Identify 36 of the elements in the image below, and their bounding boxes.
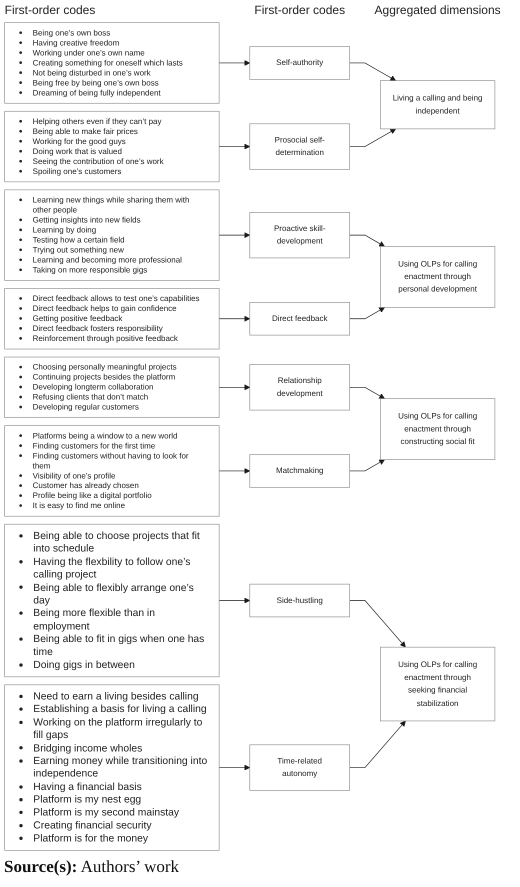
list-item-text: Earning money while transitioning into independence	[33, 754, 208, 780]
column-header: First-order codes	[4, 3, 96, 17]
arrow	[218, 316, 250, 322]
list-item-text: Working on the platform irregularly to fill gaps	[33, 716, 204, 742]
list-item-text: Having a financial basis	[33, 780, 142, 794]
list-item-text: Being able to fit in gigs when one has time	[33, 632, 206, 659]
list-item-text: Platform is my second mainstay	[33, 806, 180, 820]
list-item-text: Bridging income wholes	[33, 742, 142, 755]
column-header: Aggregated dimensions	[374, 3, 501, 17]
arrow	[218, 598, 250, 604]
list-item-text: Being able to flexibly arrange one’s day	[33, 581, 195, 607]
list-item-text: Having the flexbility to follow one’s calling project	[33, 555, 192, 582]
arrow	[218, 144, 250, 150]
list-item-text: Platform is my nest egg	[33, 793, 142, 806]
source-caption: Source(s): Authors’ work	[4, 857, 180, 877]
column-header: First-order codes	[254, 3, 346, 17]
list-item-text: Being able to choose projects that fit into schedule	[33, 530, 201, 556]
arrow	[218, 764, 250, 770]
arrow	[349, 307, 385, 320]
arrow	[349, 234, 385, 247]
list-item-text: Platform is for the money	[33, 832, 148, 845]
list-item-text: Doing gigs in between	[33, 658, 135, 672]
arrow	[218, 468, 250, 474]
arrow	[349, 459, 385, 472]
list-item-text: Being more flexible than in employment	[33, 606, 156, 633]
list-item-text: Need to earn a living besides calling	[33, 690, 199, 704]
arrow	[218, 384, 250, 390]
arrow	[349, 720, 406, 768]
arrow	[349, 128, 396, 147]
arrow	[218, 232, 250, 238]
arrow	[349, 62, 396, 81]
list-item-text: Creating financial security	[33, 819, 152, 832]
list-item-text: Establishing a basis for living a calling	[33, 703, 207, 716]
arrow	[349, 600, 406, 648]
arrow	[218, 60, 250, 66]
arrow	[349, 387, 385, 399]
